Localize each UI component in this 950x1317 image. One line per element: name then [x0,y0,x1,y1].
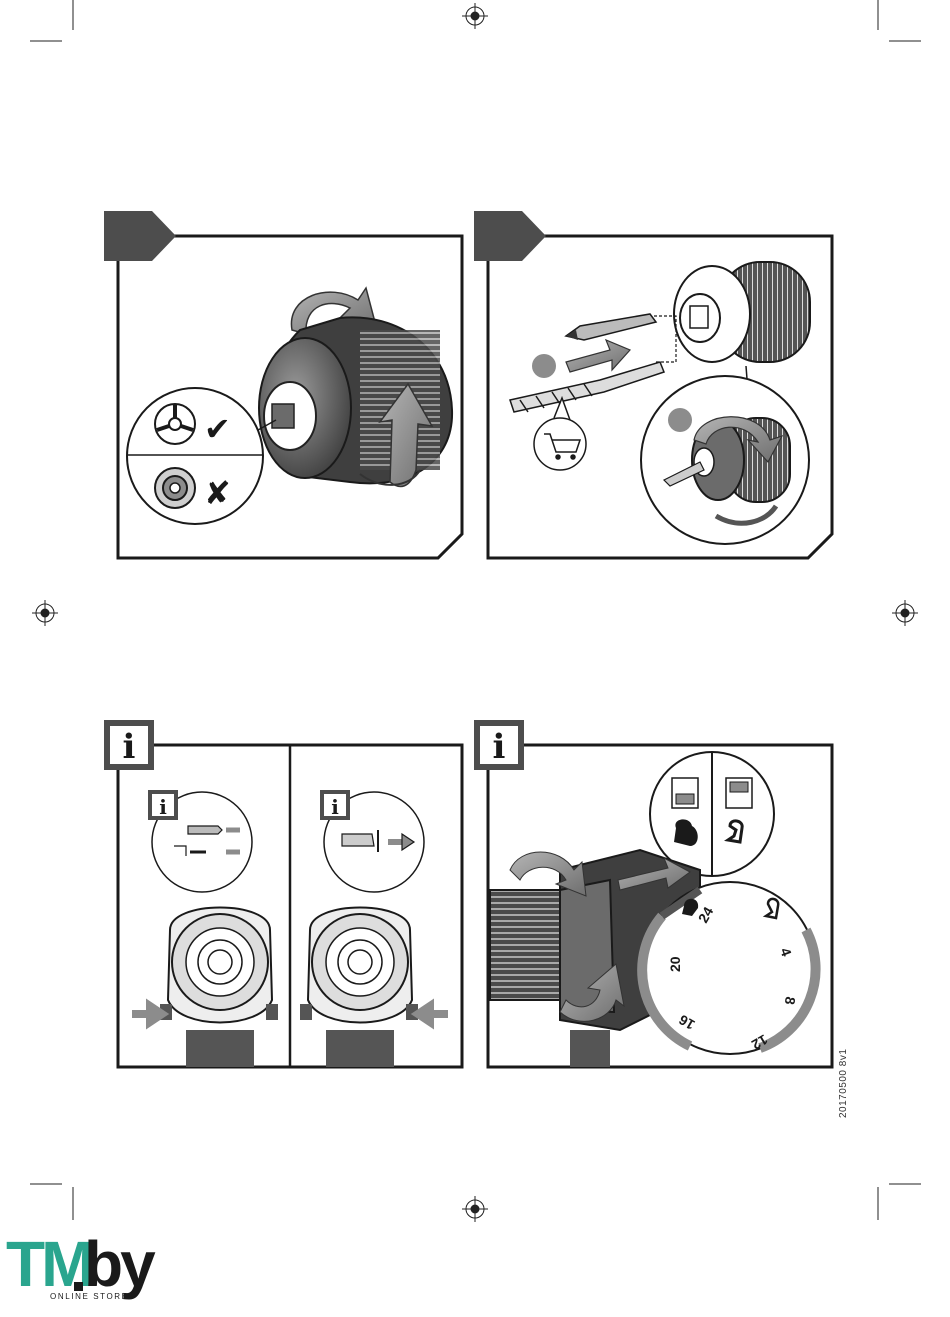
registration-mark-right [892,600,918,626]
logo-dot [74,1282,83,1291]
step-marker-1 [532,354,556,378]
sub-info-icon: i [331,795,339,819]
info-icon: i [493,727,506,767]
gear-high-icon [726,778,752,808]
registration-mark-top [462,3,488,29]
tmby-logo: TM by ONLINE STORE [6,1238,166,1304]
registration-mark-left [32,600,58,626]
info-icon: i [123,727,136,767]
gear-low-icon [672,778,698,808]
panel-bit-insert [474,211,832,558]
logo-by-text: by [84,1232,153,1296]
bit-check-callout [127,388,263,524]
panel-gear-torque: i 24 4 8 12 16 20 [474,720,832,1067]
panel-direction-switch: i i i [104,720,462,1067]
sub-info-icon: i [159,795,167,819]
logo-tagline: ONLINE STORE [50,1292,129,1301]
registration-mark-bottom [462,1196,488,1222]
panel-chuck-check: ✔ ✘ [104,211,462,558]
chuck-front-view [674,262,810,362]
torque-label-20: 20 [667,956,683,972]
checkmark-icon: ✔ [204,410,231,448]
document-code: 20170500 8v1 [838,1049,849,1118]
cross-icon: ✘ [204,474,231,512]
step-marker-2 [668,408,692,432]
bit-wrong-icon [155,468,195,508]
